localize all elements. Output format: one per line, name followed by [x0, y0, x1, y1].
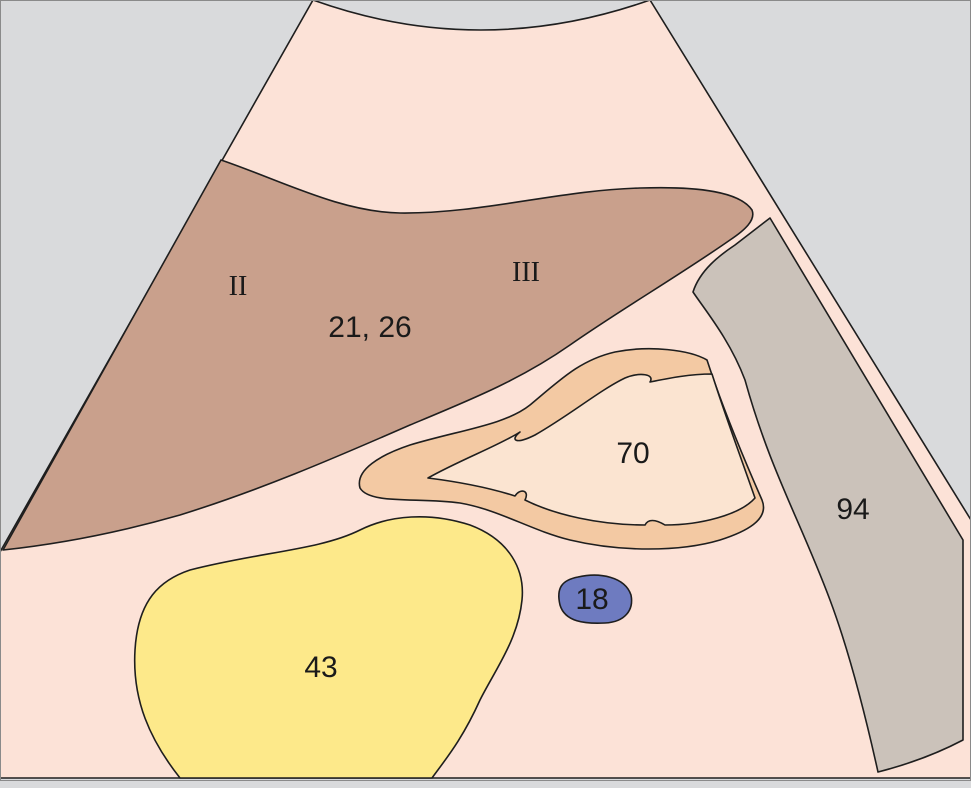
liver-region — [2, 159, 754, 551]
label-segment-iii: III — [512, 257, 540, 288]
label-segment-ii: II — [229, 271, 248, 302]
gallbladder-lumen — [427, 373, 756, 526]
label-structure-43: 43 — [304, 651, 337, 684]
structure-94 — [692, 217, 964, 773]
label-liver-numbers: 21, 26 — [328, 311, 411, 344]
label-gallbladder: 70 — [616, 437, 649, 470]
label-structure-94: 94 — [836, 493, 869, 526]
label-structure-18: 18 — [575, 583, 608, 616]
structure-43 — [133, 516, 524, 779]
structure-18 — [558, 574, 633, 625]
